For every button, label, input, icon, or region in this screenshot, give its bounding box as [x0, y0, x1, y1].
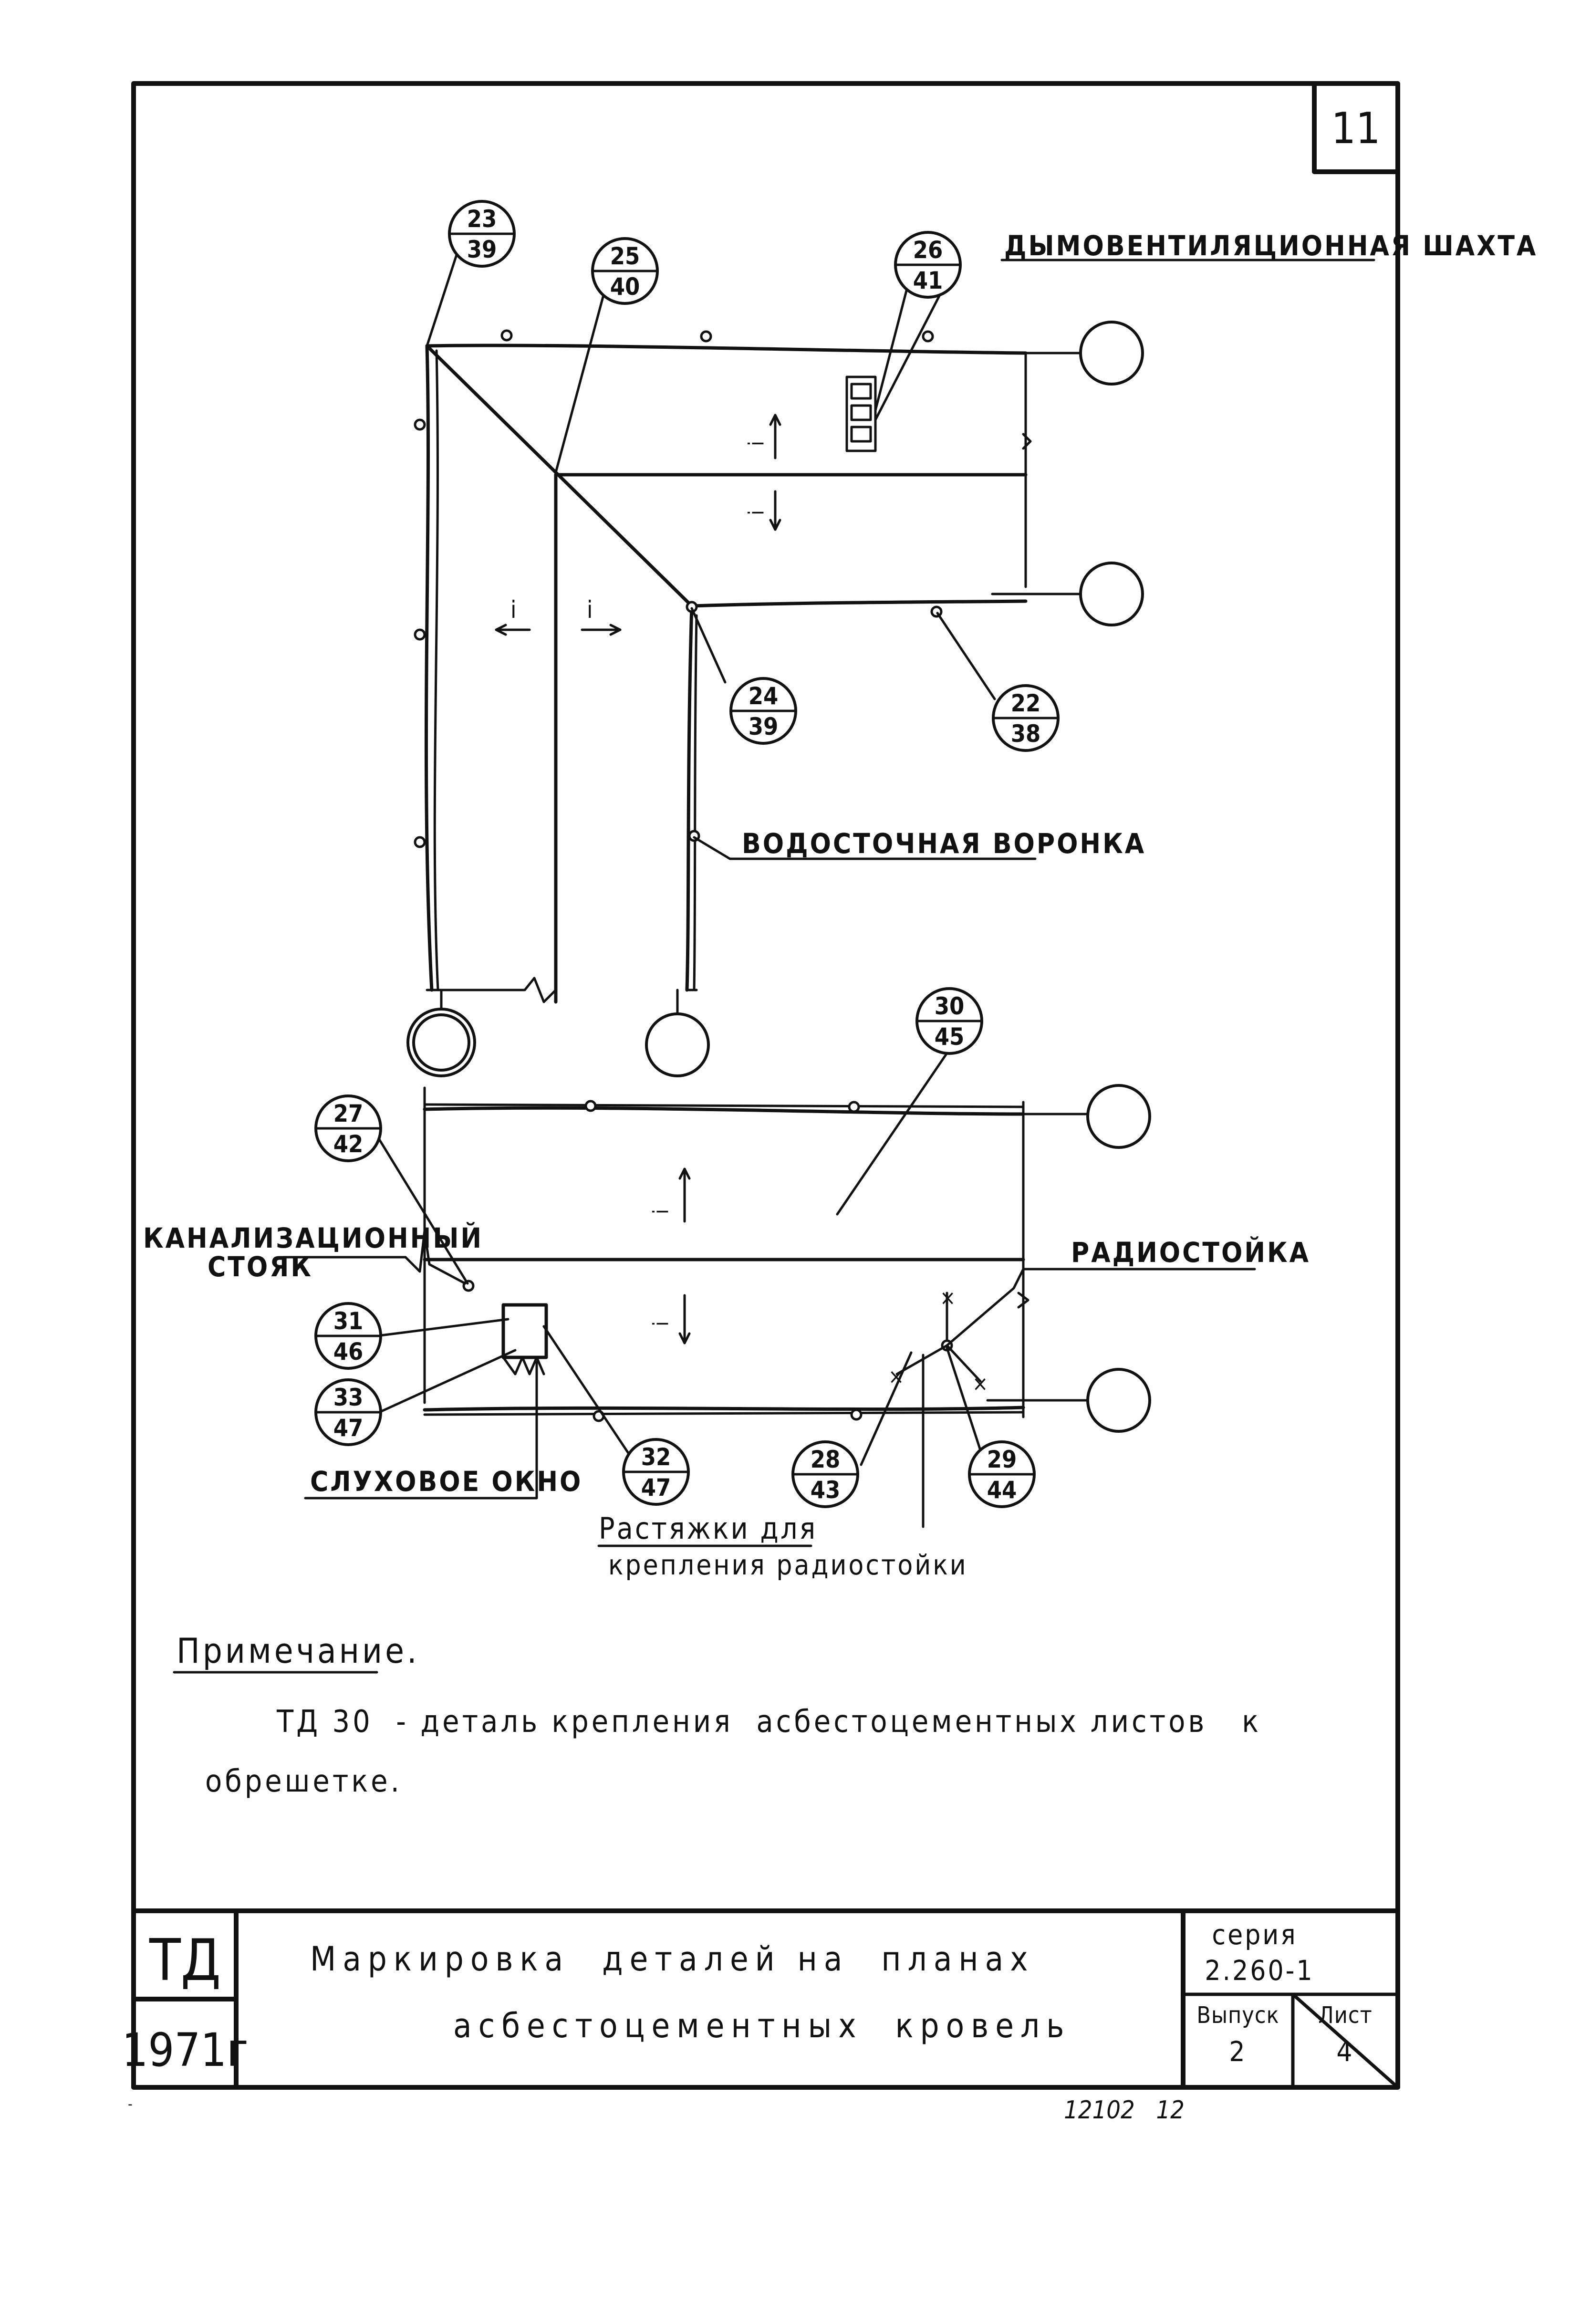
- slope-label-5: i: [649, 1209, 673, 1214]
- drawing-title-2: асбестоцементных кровель: [453, 2006, 1071, 2045]
- slope-label-1: i: [744, 441, 769, 446]
- callout-bottom-number: 42: [333, 1130, 364, 1158]
- callout-top-number: 32: [641, 1443, 671, 1471]
- upper-roof-plan: i i i i: [406, 321, 1144, 1077]
- note-block: Примечание. ТД 30 - деталь крепления асб…: [173, 1631, 1261, 1799]
- callout-bottom-number: 39: [467, 236, 497, 263]
- sewer-riser-label-1: КАНАЛИЗАЦИОННЫЙ: [143, 1221, 483, 1254]
- callout-bottom-number: 46: [333, 1338, 364, 1365]
- callout-top-number: 23: [467, 205, 497, 233]
- margin-mark: -: [128, 2096, 133, 2113]
- issue-label: Выпуск: [1196, 2002, 1279, 2029]
- sheet-number: 11: [1331, 104, 1380, 154]
- callout-top-number: 31: [333, 1307, 364, 1335]
- callout-bottom-number: 44: [987, 1476, 1017, 1504]
- drain-funnel-label: ВОДОСТОЧНАЯ ВОРОНКА: [742, 827, 1146, 860]
- labels: ДЫМОВЕНТИЛЯЦИОННАЯ ШАХТА ВОДОСТОЧНАЯ ВОР…: [143, 229, 1538, 1581]
- svg-text:×: ×: [940, 1286, 956, 1310]
- org-code: ТД: [149, 1928, 221, 1994]
- callout-top-number: 30: [935, 992, 965, 1020]
- guy-wires-label-1: Растяжки для: [599, 1511, 817, 1546]
- dormer-label: СЛУХОВОЕ ОКНО: [310, 1465, 582, 1498]
- lower-roof-plan: i i × × ×: [282, 1084, 1256, 1500]
- callout-top-number: 27: [333, 1100, 364, 1127]
- note-line-1: ТД 30 - деталь крепления асбестоцементны…: [276, 1704, 1261, 1740]
- callout-bottom-number: 41: [913, 267, 943, 294]
- sheet-value: 4: [1336, 2035, 1354, 2068]
- note-heading: Примечание.: [177, 1631, 420, 1671]
- sheet-number-box: 11: [1312, 81, 1400, 174]
- smoke-vent-label: ДЫМОВЕНТИЛЯЦИОННАЯ ШАХТА: [1004, 229, 1538, 262]
- callout-bottom-number: 43: [811, 1476, 841, 1504]
- guy-wires-label-2: крепления радиостойки: [608, 1549, 968, 1581]
- lower-leaders: [375, 1048, 987, 1547]
- series-value: 2.260-1: [1205, 1954, 1314, 1987]
- footer-code: 12102 12: [1064, 2096, 1185, 2125]
- slope-label-4: i: [587, 596, 593, 624]
- sheet-label: Лист: [1318, 2002, 1372, 2029]
- note-line-2: обрешетке.: [205, 1764, 402, 1799]
- issue-value: 2: [1229, 2035, 1247, 2068]
- slope-label-3: i: [510, 596, 517, 624]
- callout-top-number: 29: [987, 1446, 1017, 1473]
- title-block: ТД 1971г Маркировка деталей на планах ас…: [122, 1908, 1400, 2090]
- svg-text:×: ×: [972, 1372, 988, 1396]
- callout-bottom-number: 40: [610, 273, 640, 301]
- series-label: серия: [1212, 1918, 1297, 1951]
- callout-top-number: 26: [913, 236, 943, 264]
- callout-bottom-number: 47: [641, 1474, 671, 1501]
- callout-bottom-number: 47: [333, 1414, 364, 1442]
- slope-label-6: i: [649, 1321, 673, 1326]
- sewer-riser-label-2: СТОЯК: [208, 1251, 313, 1283]
- drawing-title-1: Маркировка деталей на планах: [310, 1939, 1034, 1979]
- callout-top-number: 22: [1011, 689, 1041, 717]
- upper-leaders: [426, 249, 1375, 860]
- radio-mast-label: РАДИОСТОЙКА: [1071, 1236, 1310, 1269]
- callout-top-number: 33: [333, 1384, 364, 1411]
- callout-bottom-number: 39: [749, 713, 779, 740]
- year: 1971г: [122, 2023, 248, 2077]
- callout-bottom-number: 38: [1011, 720, 1041, 748]
- slope-label-2: i: [744, 510, 769, 515]
- callout-top-number: 28: [811, 1446, 841, 1473]
- callout-top-number: 24: [749, 682, 779, 710]
- callout-bottom-number: 45: [935, 1023, 965, 1051]
- drawing-frame: [131, 81, 1400, 2090]
- callout-top-number: 25: [610, 242, 640, 270]
